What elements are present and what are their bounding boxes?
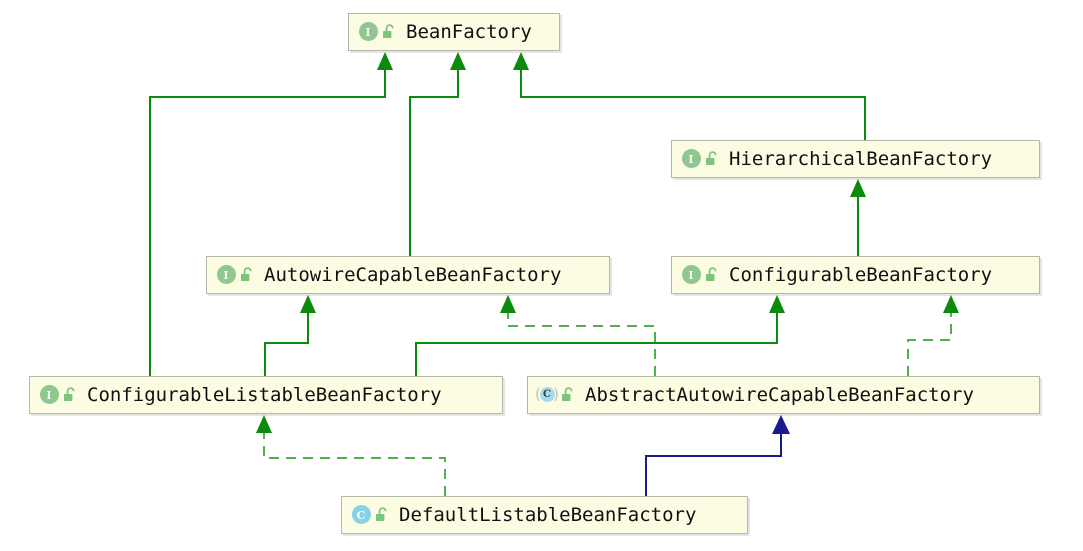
- class-node-autowirecapablebeanfactory[interactable]: I AutowireCapableBeanFactory: [206, 256, 610, 294]
- unlocked-padlock-icon: [703, 265, 721, 285]
- edge-abstractautowire-to-configurable: [907, 295, 959, 376]
- node-icon-group: C: [350, 504, 391, 526]
- edge-defaultlistable-to-abstractautowire: [645, 415, 790, 496]
- unlocked-padlock-icon: [703, 149, 721, 169]
- edge-defaultlistable-to-configurablelistable: [256, 415, 446, 496]
- edge-configurablelistable-to-beanfactory: [149, 52, 393, 376]
- class-name-label: AbstractAutowireCapableBeanFactory: [585, 384, 974, 406]
- node-icon-group: I: [357, 21, 398, 43]
- class-name-label: BeanFactory: [406, 21, 532, 43]
- edge-configurable-to-hierarchical: [850, 179, 866, 256]
- node-icon-group: I: [680, 264, 721, 286]
- class-name-label: ConfigurableListableBeanFactory: [87, 384, 442, 406]
- interface-icon: I: [357, 21, 379, 43]
- edge-hierarchical-to-beanfactory: [513, 52, 866, 140]
- class-name-label: HierarchicalBeanFactory: [729, 148, 993, 170]
- edge-configurablelistable-to-autowirecapable: [264, 295, 316, 376]
- interface-icon: I: [680, 148, 702, 170]
- class-icon: C: [350, 504, 372, 526]
- unlocked-padlock-icon: [238, 265, 256, 285]
- unlocked-padlock-icon: [380, 22, 398, 42]
- unlocked-padlock-icon: [61, 385, 79, 405]
- interface-icon: I: [680, 264, 702, 286]
- edge-configurablelistable-to-configurable: [415, 295, 785, 376]
- unlocked-padlock-icon: [559, 385, 577, 405]
- node-icon-group: I: [38, 384, 79, 406]
- class-node-configurablebeanfactory[interactable]: I ConfigurableBeanFactory: [671, 256, 1040, 294]
- interface-icon: I: [215, 264, 237, 286]
- node-icon-group: ( C ): [535, 384, 577, 406]
- class-node-configurablelistablebeanfactory[interactable]: I ConfigurableListableBeanFactory: [29, 376, 503, 414]
- class-node-beanfactory[interactable]: I BeanFactory: [348, 13, 560, 51]
- class-node-abstractautowirecapablebeanfactory[interactable]: ( C ) AbstractAutowireCapableBeanFactory: [527, 376, 1040, 414]
- abstract-class-icon: ( C ): [535, 385, 559, 403]
- class-name-label: ConfigurableBeanFactory: [729, 264, 993, 286]
- node-icon-group: I: [680, 148, 721, 170]
- unlocked-padlock-icon: [373, 505, 391, 525]
- class-node-defaultlistablebeanfactory[interactable]: C DefaultListableBeanFactory: [341, 496, 748, 534]
- edge-autowirecapable-to-beanfactory: [409, 52, 466, 256]
- interface-icon: I: [38, 384, 60, 406]
- class-name-label: DefaultListableBeanFactory: [399, 504, 697, 526]
- node-icon-group: I: [215, 264, 256, 286]
- edge-abstractautowire-to-autowirecapable: [500, 295, 656, 376]
- class-node-hierarchicalbeanfactory[interactable]: I HierarchicalBeanFactory: [671, 140, 1040, 178]
- class-name-label: AutowireCapableBeanFactory: [264, 264, 562, 286]
